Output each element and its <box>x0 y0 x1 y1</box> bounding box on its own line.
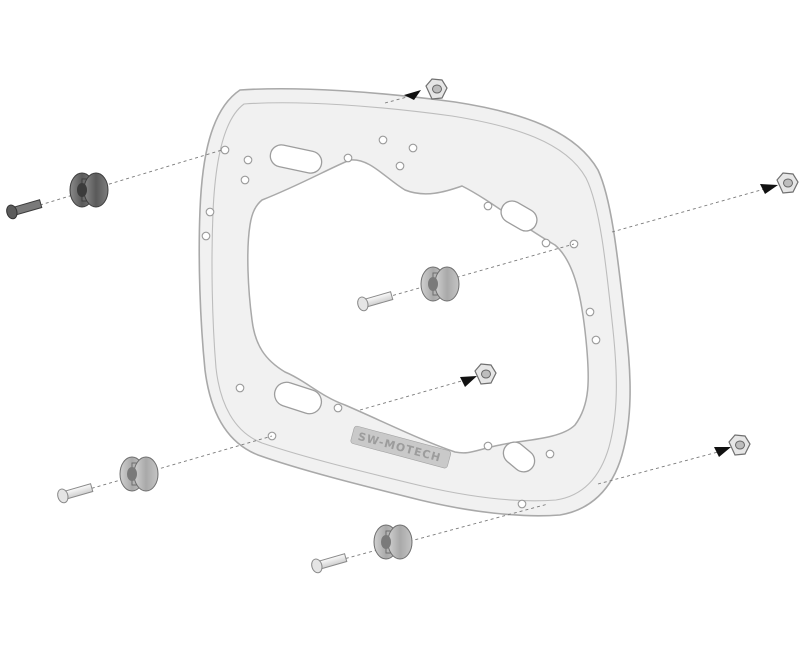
arrow-icon <box>714 447 731 457</box>
guide-line <box>39 149 223 206</box>
arrow-icon <box>404 90 421 100</box>
mount-hole <box>235 383 245 393</box>
mounting-slot-bottom-right <box>502 441 536 473</box>
mount-hole <box>585 307 595 317</box>
guide-line <box>85 435 273 491</box>
bolt-bottom-left <box>57 483 94 504</box>
arrow-icon <box>760 184 778 194</box>
mount-hole <box>408 143 418 153</box>
mounting-slot-bottom-left <box>273 381 323 415</box>
mount-hole <box>591 335 601 345</box>
mount-hole <box>483 201 493 211</box>
mount-hole <box>541 238 551 248</box>
mount-hole <box>205 207 215 217</box>
carrier-plate-inner-edge <box>211 102 617 502</box>
mount-hole <box>240 175 250 185</box>
mount-hole <box>517 499 527 509</box>
bolt-bottom <box>311 553 348 574</box>
mount-hole <box>333 403 343 413</box>
bolt-top-left <box>6 199 43 220</box>
mount-hole <box>483 441 493 451</box>
guide-line <box>611 187 769 233</box>
mount-hole <box>545 449 555 459</box>
mount-hole <box>378 135 388 145</box>
nut-middle <box>474 363 497 385</box>
assembly-arrows <box>404 90 778 457</box>
nut-top <box>425 78 448 100</box>
bolt-center <box>357 291 394 312</box>
mount-hole <box>243 155 253 165</box>
spacer-roller-bottom <box>373 524 413 560</box>
guide-line <box>369 243 575 303</box>
mount-hole <box>395 161 405 171</box>
spacer-roller-top-left <box>69 172 109 208</box>
spacer-roller-bottom-left <box>119 456 159 492</box>
guide-line <box>359 379 466 411</box>
nut-bottom-right <box>728 434 751 456</box>
carrier-plate-window <box>247 159 589 454</box>
mount-hole <box>343 153 353 163</box>
spacer-roller-center <box>420 266 460 302</box>
carrier-plate: SW-MOTECH <box>198 87 631 517</box>
guide-line <box>597 451 719 485</box>
arrow-icon <box>460 376 477 387</box>
mount-hole <box>201 231 211 241</box>
carrier-plate-holes <box>201 135 601 509</box>
mounting-slot-top-left <box>269 144 323 174</box>
nut-right <box>776 172 799 194</box>
mounting-slot-top-right <box>500 200 538 232</box>
mount-hole <box>220 145 230 155</box>
